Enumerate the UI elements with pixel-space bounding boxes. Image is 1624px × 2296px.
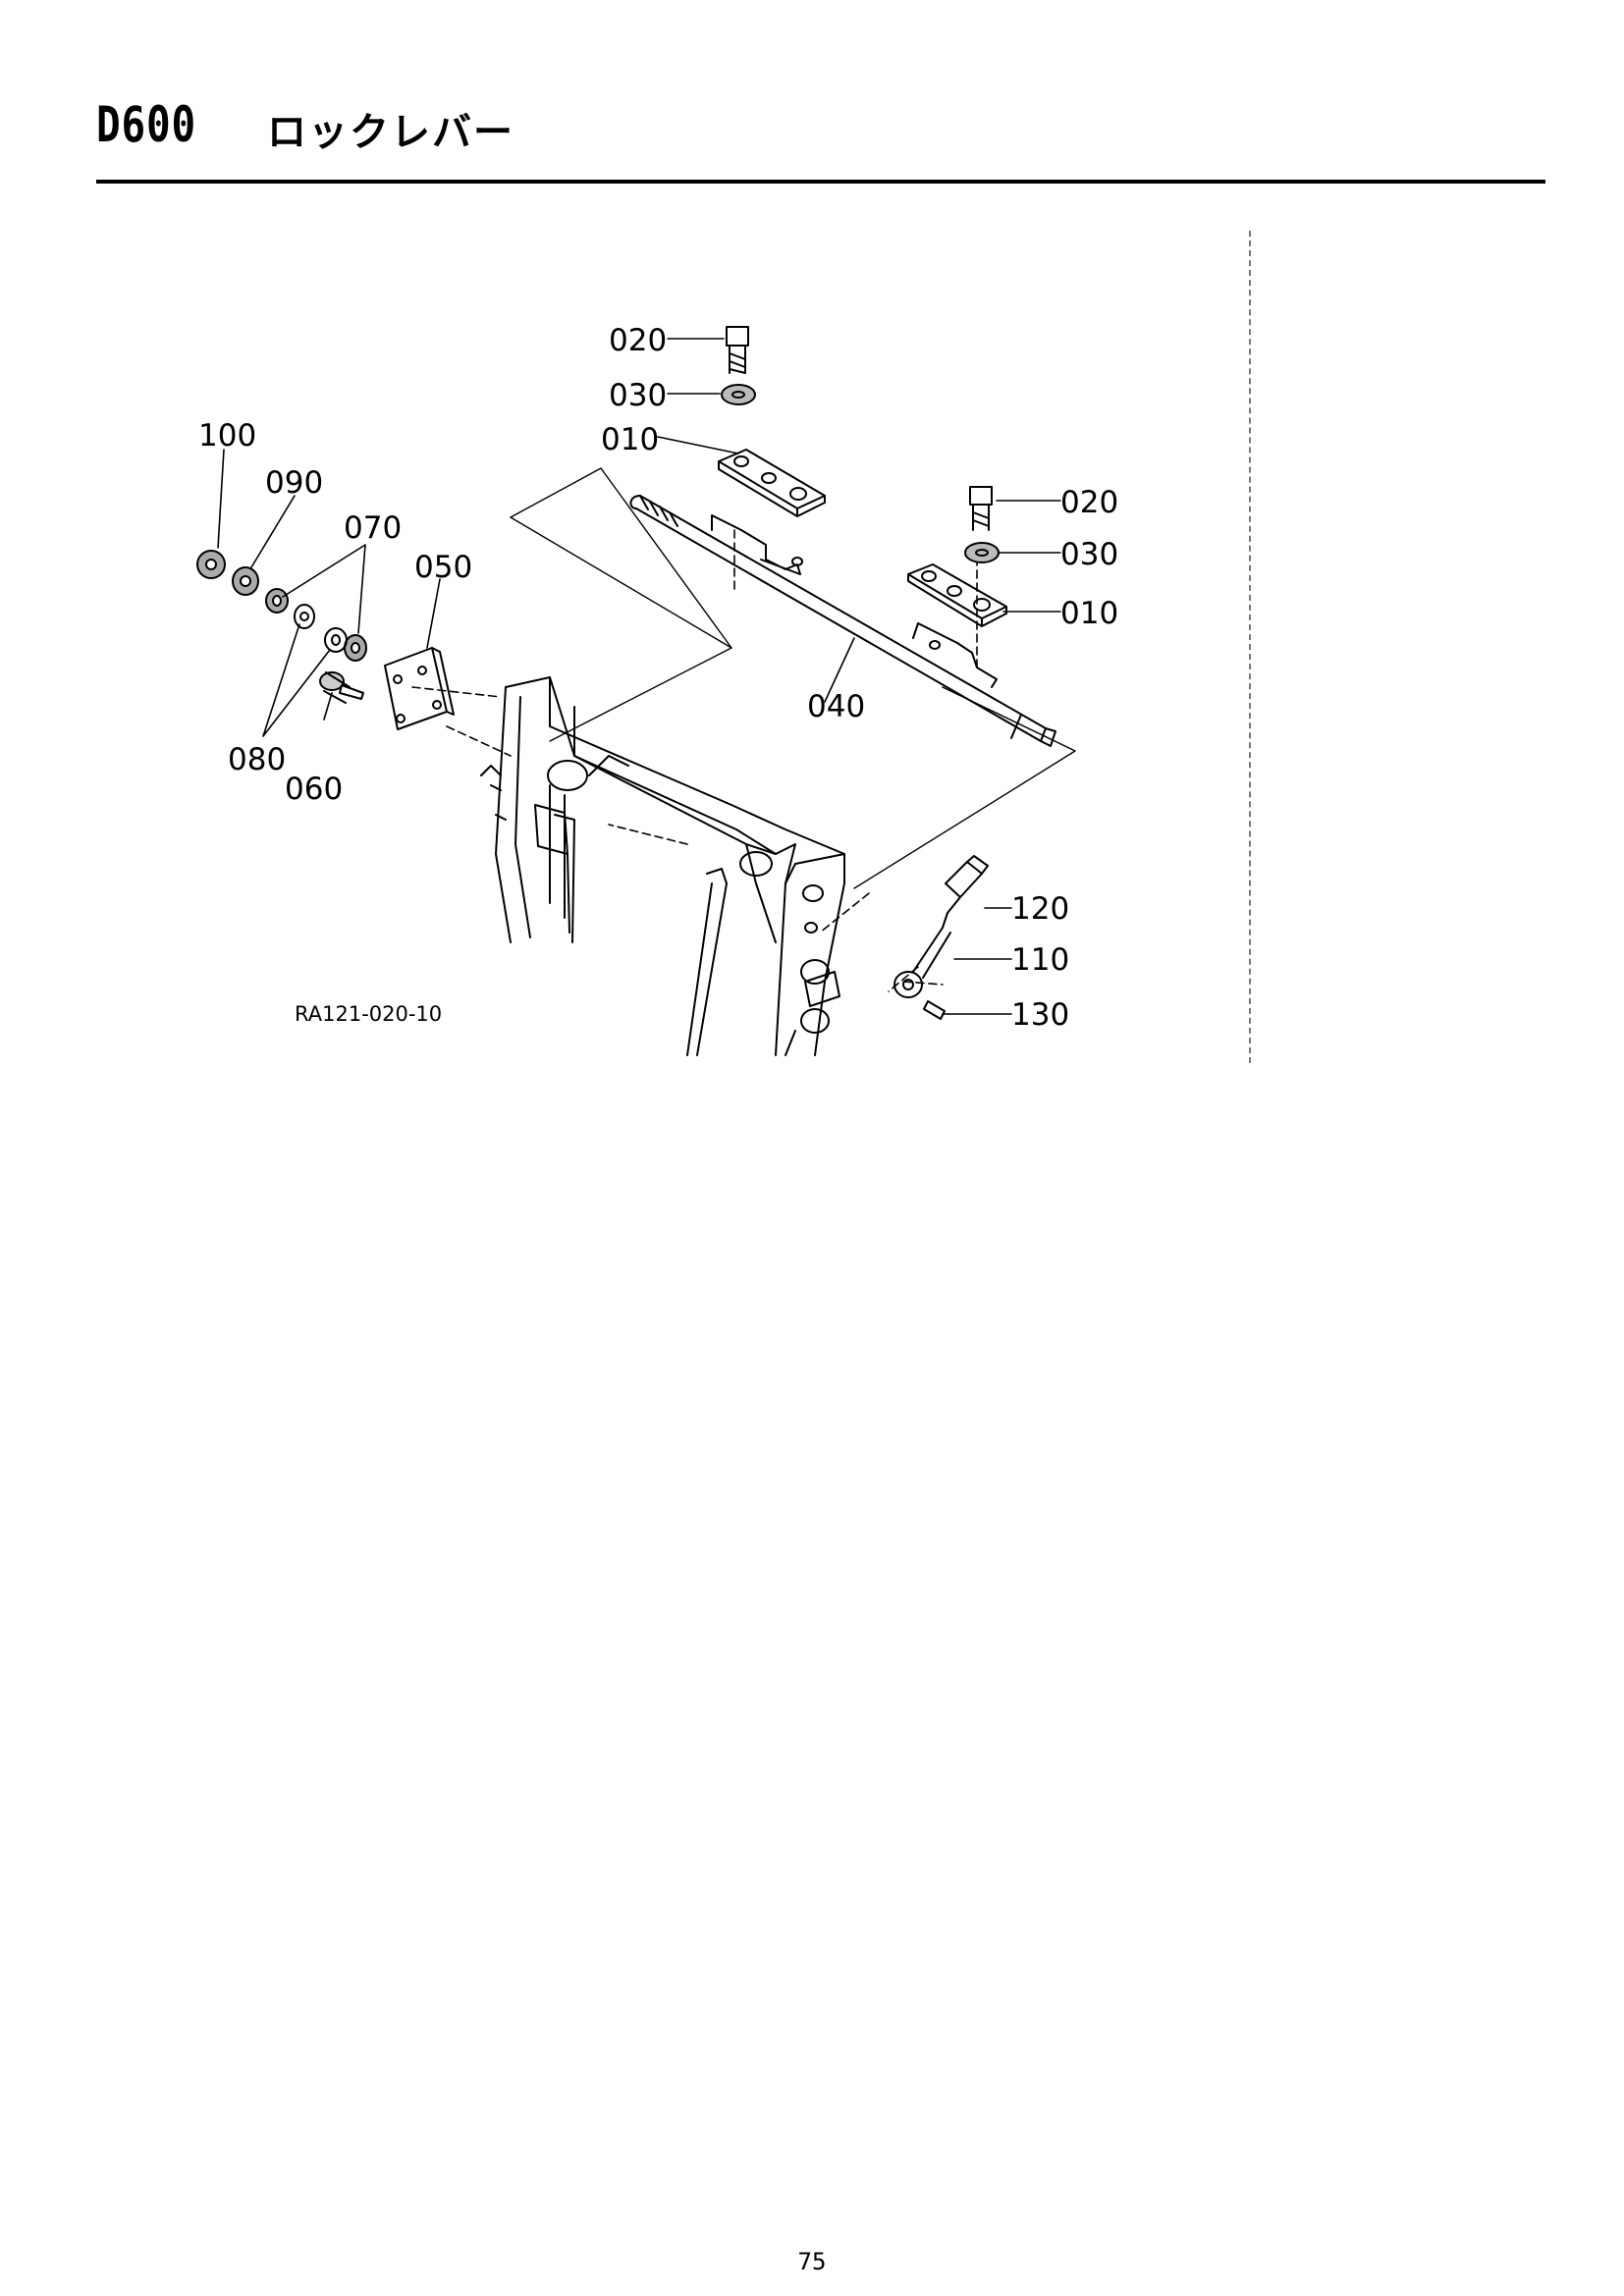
callout-090: 090 xyxy=(265,465,323,501)
bolt-020-right xyxy=(969,486,993,531)
plate-050 xyxy=(384,647,455,730)
callout-120: 120 xyxy=(1011,891,1069,927)
bolt-060 xyxy=(319,671,364,704)
callout-030-right: 030 xyxy=(1060,537,1118,572)
section-title: ロックレバー xyxy=(267,110,514,155)
frame-outline xyxy=(510,467,1076,889)
section-code: D600 xyxy=(96,96,197,153)
callout-110: 110 xyxy=(1011,942,1069,978)
lever-110 xyxy=(893,927,951,998)
callout-010-top: 010 xyxy=(601,422,659,457)
lock-shaft-040 xyxy=(629,495,1056,747)
leader-lines xyxy=(217,338,1061,1015)
plate-010-right xyxy=(907,563,1007,627)
callout-070: 070 xyxy=(344,510,402,546)
callout-020-right: 020 xyxy=(1060,485,1118,520)
page-number: 75 xyxy=(797,2248,827,2275)
assembly-guide-lines xyxy=(411,529,978,992)
washer-080-left xyxy=(294,604,315,629)
callout-130: 130 xyxy=(1011,997,1069,1033)
callout-100: 100 xyxy=(198,418,256,454)
washer-030-top xyxy=(721,384,756,405)
plate-010-top xyxy=(718,449,826,517)
callout-020-top: 020 xyxy=(609,323,667,358)
callout-030-top: 030 xyxy=(609,378,667,413)
callout-010-right: 010 xyxy=(1060,596,1118,631)
callout-060: 060 xyxy=(285,772,343,807)
washer-080-right xyxy=(324,627,348,653)
washer-030-right xyxy=(964,542,1000,563)
callout-050: 050 xyxy=(414,550,472,585)
column-divider xyxy=(1249,231,1251,1063)
bolt-020-top xyxy=(726,326,749,374)
grip-120 xyxy=(942,855,989,929)
callout-080: 080 xyxy=(228,742,286,777)
header-rule xyxy=(96,180,1545,184)
frame-bracket xyxy=(480,676,845,1056)
callout-040: 040 xyxy=(807,689,865,724)
pin-130 xyxy=(923,1000,946,1020)
exploded-parts-diagram: 020 030 010 020 030 010 040 050 060 070 … xyxy=(196,323,1118,1056)
diagram-reference-code: RA121-020-10 xyxy=(295,1002,442,1026)
